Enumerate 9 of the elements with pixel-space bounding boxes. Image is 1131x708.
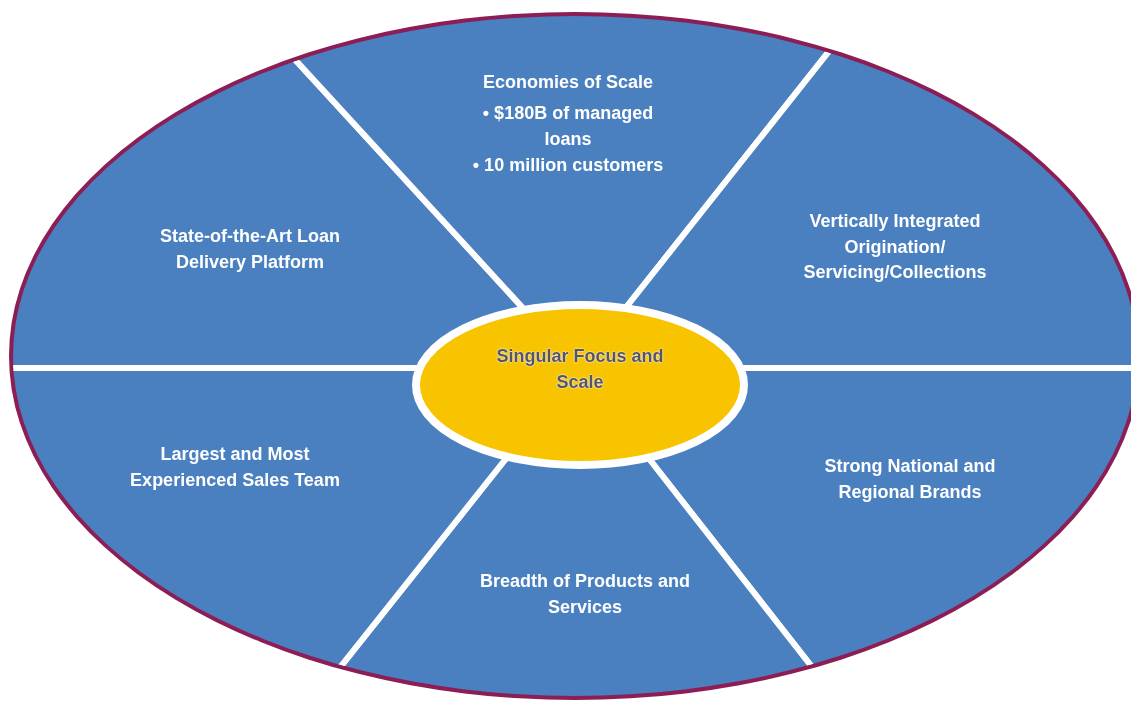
segment-title: Economies of Scale (482, 70, 654, 94)
segment-title: Strong National and Regional Brands (823, 455, 997, 504)
segment-title: Breadth of Products and Services (479, 570, 691, 619)
segment-title: Singular Focus and Scale (495, 345, 665, 394)
bullet-item: • 10 million customers (472, 153, 664, 177)
segment-title: Vertically Integrated Origination/ Servicing/Collections (802, 210, 988, 285)
bullet-item: • $180B of managed loans (481, 102, 655, 151)
segment-title: Largest and Most Experienced Sales Team (129, 442, 341, 492)
segment-title: State-of-the-Art Loan Delivery Platform (159, 225, 341, 274)
